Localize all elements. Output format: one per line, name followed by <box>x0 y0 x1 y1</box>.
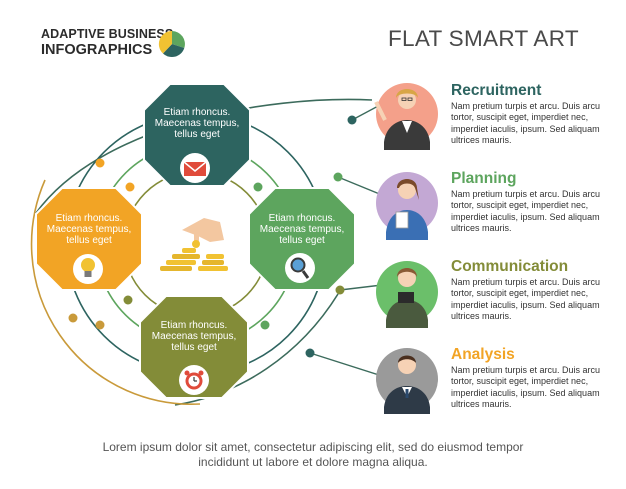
ring-dot <box>335 285 345 295</box>
ring-dot <box>95 320 105 330</box>
magnifier-icon <box>285 253 315 283</box>
brand-line-2: INFOGRAPHICS <box>41 42 153 58</box>
connector-line <box>337 176 383 196</box>
avatar-recruitment <box>374 83 438 150</box>
ring-dot <box>123 295 133 305</box>
avatar-communication <box>376 261 438 328</box>
octagon-left-label: Etiam rhoncus. Maecenas tempus, tellus e… <box>46 213 132 246</box>
connector-line <box>309 352 383 377</box>
ring-arc <box>30 179 201 406</box>
octagon-top-text: Etiam rhoncus. Maecenas tempus, tellus e… <box>142 107 252 140</box>
octagon-top-label: Etiam rhoncus. Maecenas tempus, tellus e… <box>154 107 240 140</box>
ring-dot <box>125 182 135 192</box>
connector-line <box>339 284 383 291</box>
hand-coins-icon <box>160 218 228 271</box>
ring-arc <box>174 293 339 406</box>
octagon-bottom <box>139 295 249 399</box>
avatar-analysis <box>376 348 438 414</box>
octagon-top <box>143 83 251 187</box>
step-title-communication: Communication <box>451 258 569 275</box>
step-title-recruitment: Recruitment <box>451 82 542 99</box>
octagon-right <box>248 187 356 291</box>
footer-line-2: incididunt ut labore et dolore magna ali… <box>198 455 428 469</box>
ring-dot <box>333 172 343 182</box>
footer-line-1: Lorem ipsum dolor sit amet, consectetur … <box>102 440 524 454</box>
footer-text: Lorem ipsum dolor sit amet, consectetur … <box>70 440 556 470</box>
envelope-icon <box>180 153 210 183</box>
ring-dot <box>260 320 270 330</box>
avatar-planning <box>376 172 438 240</box>
step-title-planning: Planning <box>451 170 517 187</box>
octagon-left-text: Etiam rhoncus. Maecenas tempus, tellus e… <box>34 213 144 246</box>
step-desc-planning: Nam pretium turpis et arcu. Duis arcu to… <box>451 189 601 233</box>
step-desc-recruitment: Nam pretium turpis et arcu. Duis arcu to… <box>451 101 601 145</box>
alarm-clock-icon <box>179 365 209 395</box>
ring-dot <box>68 313 78 323</box>
pie-logo-icon <box>158 30 185 58</box>
step-desc-communication: Nam pretium turpis et arcu. Duis arcu to… <box>451 277 601 321</box>
page-title: FLAT SMART ART <box>388 26 579 51</box>
ring-dot <box>253 182 263 192</box>
octagon-bottom-text: Etiam rhoncus. Maecenas tempus, tellus e… <box>139 320 249 353</box>
ring-dot <box>95 158 105 168</box>
octagon-right-label: Etiam rhoncus. Maecenas tempus, tellus e… <box>259 213 345 246</box>
ring-dot <box>347 115 357 125</box>
step-title-analysis: Analysis <box>451 346 515 363</box>
octagon-bottom-label: Etiam rhoncus. Maecenas tempus, tellus e… <box>151 320 237 353</box>
brand-line-1: ADAPTIVE BUSINESS <box>41 27 174 41</box>
octagon-right-text: Etiam rhoncus. Maecenas tempus, tellus e… <box>247 213 357 246</box>
lightbulb-icon <box>73 254 103 284</box>
octagon-left <box>35 187 143 291</box>
step-desc-analysis: Nam pretium turpis et arcu. Duis arcu to… <box>451 365 601 409</box>
brand-block: ADAPTIVE BUSINESS INFOGRAPHICS <box>41 26 173 58</box>
ring-dot <box>305 348 315 358</box>
